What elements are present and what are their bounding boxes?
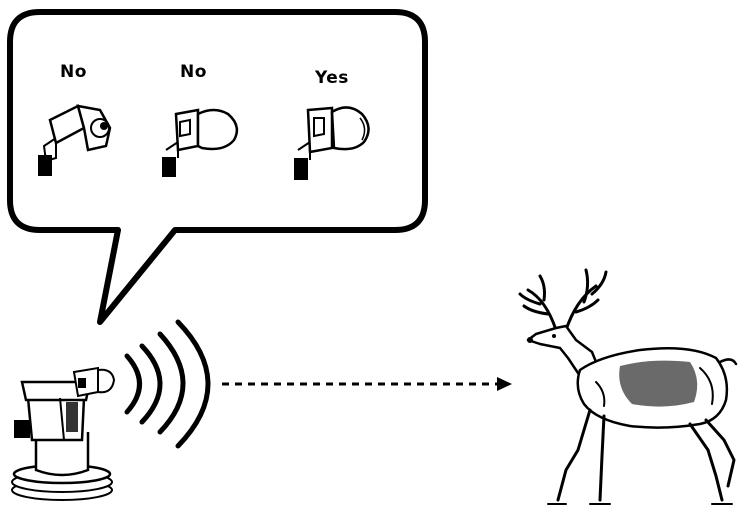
signal-waves-icon: [124, 319, 211, 449]
camera-robot-icon: [11, 366, 116, 501]
option-label-1: No: [60, 62, 87, 82]
option-label-3: Yes: [315, 68, 349, 88]
speech-bubble: [7, 9, 428, 325]
pose-option-3-icon: [294, 106, 370, 180]
pose-option-2-icon: [162, 108, 239, 177]
dashed-arrow: [222, 377, 512, 391]
deer-icon: [518, 268, 738, 505]
option-label-2: No: [180, 62, 207, 82]
pose-option-1-icon: [38, 104, 112, 176]
